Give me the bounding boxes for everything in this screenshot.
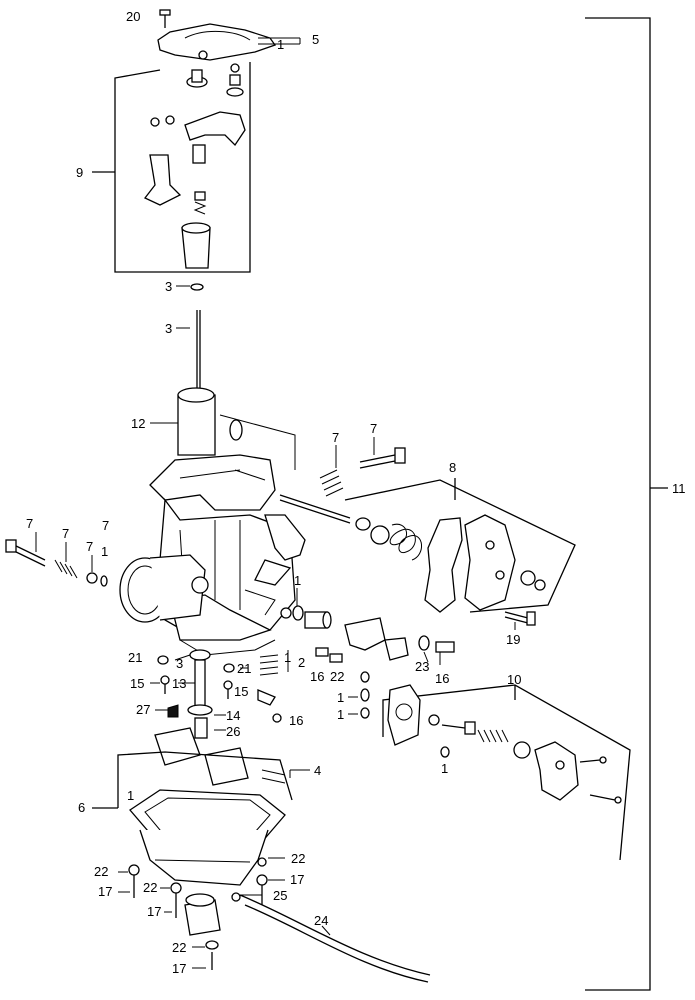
- group-box-8: [344, 478, 576, 613]
- idle-screw-left: [5, 539, 108, 587]
- callout-16: 16: [289, 713, 303, 728]
- callout-16: 16: [310, 669, 324, 684]
- callout-7: 7: [370, 421, 377, 436]
- choke-shaft-parts: [279, 494, 546, 613]
- callout-16: 16: [435, 671, 449, 686]
- drain-tube-24: [239, 894, 431, 983]
- leader-lines: [35, 37, 516, 969]
- air-inlet-funnel: [119, 554, 209, 623]
- slow-jet-parts: [280, 605, 455, 719]
- callout-7: 7: [102, 518, 109, 533]
- callout-labels: 20 5 1 9 3 3 12 7 7 8 11 7 7 7 7 1 1 1 1…: [26, 9, 686, 976]
- adjust-screw-7: [319, 447, 406, 497]
- callout-5: 5: [312, 32, 319, 47]
- callout-6: 6: [78, 800, 85, 815]
- group-box-9: [92, 62, 251, 273]
- vacuum-piston-parts: [143, 63, 246, 269]
- callout-15: 15: [234, 684, 248, 699]
- callout-22: 22: [143, 880, 157, 895]
- callout-1: 1: [294, 573, 301, 588]
- callout-26: 26: [226, 724, 240, 739]
- callout-23: 23: [415, 659, 429, 674]
- callout-19: 19: [506, 632, 520, 647]
- callout-11: 11: [672, 481, 686, 496]
- drain-fittings: [128, 857, 268, 970]
- callout-4: 4: [314, 763, 321, 778]
- callout-2: 2: [298, 655, 305, 670]
- callout-7: 7: [62, 526, 69, 541]
- group-box-6: [92, 751, 293, 809]
- callout-22: 22: [291, 851, 305, 866]
- callout-8: 8: [449, 460, 456, 475]
- callout-21: 21: [237, 661, 251, 676]
- callout-20: 20: [126, 9, 140, 24]
- cover-screw-20: [159, 9, 171, 28]
- float: [154, 727, 286, 786]
- callout-13: 13: [172, 676, 186, 691]
- callout-9: 9: [76, 165, 83, 180]
- assembly-bracket-11: [585, 17, 668, 991]
- callout-1: 1: [337, 707, 344, 722]
- callout-27: 27: [136, 702, 150, 717]
- group-box-10: [382, 684, 631, 861]
- callout-1: 1: [101, 544, 108, 559]
- callout-1: 1: [441, 761, 448, 776]
- callout-22: 22: [94, 864, 108, 879]
- callout-7: 7: [86, 539, 93, 554]
- top-cover: [157, 23, 277, 61]
- float-bowl: [129, 789, 286, 886]
- callout-22: 22: [330, 669, 344, 684]
- callout-21: 21: [128, 650, 142, 665]
- callout-3: 3: [165, 279, 172, 294]
- callout-3: 3: [176, 656, 183, 671]
- callout-17: 17: [172, 961, 186, 976]
- callout-24: 24: [314, 913, 328, 928]
- screw-19: [504, 611, 536, 626]
- callout-1: 1: [277, 37, 284, 52]
- accelerator-pump-parts: [387, 684, 622, 804]
- main-jet-stack: [157, 649, 282, 739]
- callout-17: 17: [290, 872, 304, 887]
- callout-14: 14: [226, 708, 240, 723]
- callout-15: 15: [130, 676, 144, 691]
- callout-1: 1: [337, 690, 344, 705]
- jet-needle: [190, 283, 204, 390]
- throttle-linkage: [244, 514, 306, 616]
- callout-22: 22: [172, 940, 186, 955]
- callout-12: 12: [131, 416, 145, 431]
- callout-17: 17: [98, 884, 112, 899]
- callout-7: 7: [332, 430, 339, 445]
- callout-10: 10: [507, 672, 521, 687]
- callout-3: 3: [165, 321, 172, 336]
- callout-17: 17: [147, 904, 161, 919]
- callout-25: 25: [273, 888, 287, 903]
- callout-1: 1: [284, 650, 291, 665]
- callout-1: 1: [127, 788, 134, 803]
- callout-7: 7: [26, 516, 33, 531]
